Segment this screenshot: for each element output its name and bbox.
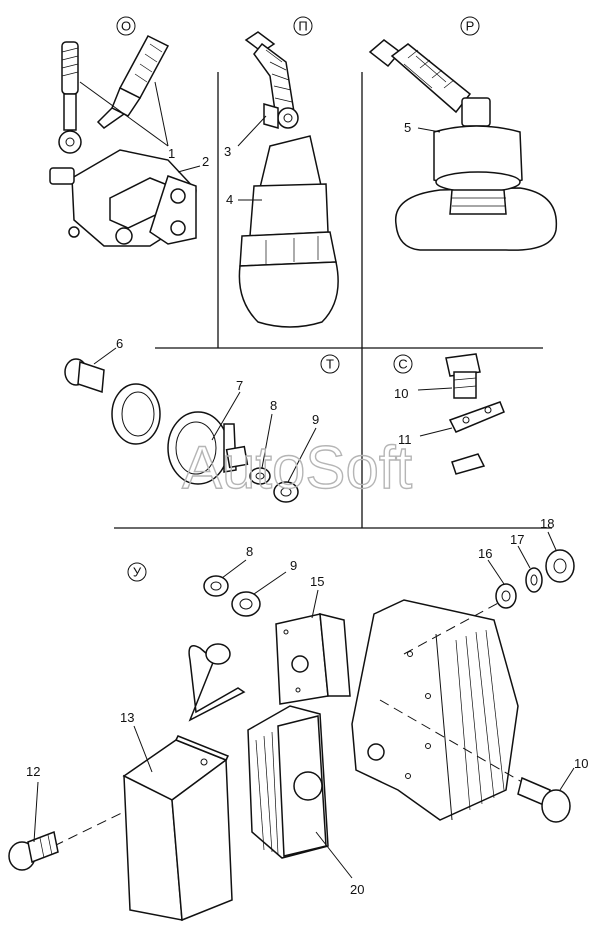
callout-2: 2 [202,154,209,169]
callout-8b: 8 [246,544,253,559]
callout-3: 3 [224,144,231,159]
gasket-square [225,445,249,469]
svg-text:Р: Р [466,19,475,34]
mounting-plate [395,187,558,251]
washer-8b [203,575,229,597]
leader-12 [33,781,39,843]
leader-11 [419,427,453,437]
callout-10b: 10 [574,756,588,771]
callout-16: 16 [478,546,492,561]
callout-8a: 8 [270,398,277,413]
svg-text:П: П [298,19,307,34]
callout-13: 13 [120,710,134,725]
section-label-o: О [116,16,136,36]
section-label-t: Т [320,354,340,374]
bolt-10b [517,776,571,823]
callout-20: 20 [350,882,364,897]
cable-sheath [368,39,472,114]
leader-1 [79,81,169,147]
leader-5 [417,127,441,133]
nut-18 [545,549,575,583]
nut-9 [273,481,299,503]
section-label-r: Р [460,16,480,36]
lamp-housing-20 [247,705,329,859]
ring-seal [111,383,161,445]
leader-6 [93,347,117,365]
watermark: AutoSoft [182,434,412,501]
callout-12: 12 [26,764,40,779]
leader-7 [211,391,241,441]
callout-11: 11 [398,432,412,447]
callout-9a: 9 [312,412,319,427]
leader-3 [237,115,267,147]
washer-17 [525,567,543,593]
leader-2 [177,165,201,173]
svg-text:О: О [121,19,131,34]
leader-8b [221,559,247,579]
bracket-15 [275,613,351,705]
washer-16 [495,583,517,609]
callout-1: 1 [168,146,175,161]
section-label-p: П [293,16,313,36]
leader-13 [133,725,153,773]
clip-11 [448,401,505,433]
svg-text:У: У [133,565,142,580]
block-panel [351,599,519,821]
callout-18: 18 [540,516,554,531]
callout-4: 4 [226,192,233,207]
callout-7: 7 [236,378,243,393]
leader-10a [417,387,453,391]
nut-9b [231,591,261,617]
bracket-13 [122,735,233,922]
leader-8a [261,413,273,469]
leader-9a [287,427,317,483]
switch-body [49,149,197,247]
leader-10b [559,767,575,791]
callout-17: 17 [510,532,524,547]
bolt-10a [445,353,481,399]
callout-10a: 10 [394,386,408,401]
lamp-unit [167,411,237,485]
callout-5: 5 [404,120,411,135]
section-dividers [114,72,552,529]
leader-18 [547,531,557,551]
leader-20 [315,831,353,879]
section-label-s: С [393,354,413,374]
bolt-6 [64,358,105,394]
wire-loop [188,643,246,722]
section-label-u: У [127,562,147,582]
pad-s [451,453,486,475]
leader-9b [253,571,287,595]
leader-17 [517,545,531,569]
hose-clamp [263,103,299,129]
callout-15: 15 [310,574,324,589]
callout-9b: 9 [290,558,297,573]
wire-lug-ring [58,41,82,154]
bolt-12 [8,830,59,871]
wire-lug-pin [96,35,170,129]
svg-text:Т: Т [326,357,334,372]
leader-15 [311,589,319,619]
callout-6: 6 [116,336,123,351]
svg-text:С: С [398,357,407,372]
leader-16 [487,559,505,585]
washer-8 [249,467,271,485]
sensor-body [238,135,339,328]
sensor-housing [433,97,523,215]
assembly-axis [53,601,523,847]
